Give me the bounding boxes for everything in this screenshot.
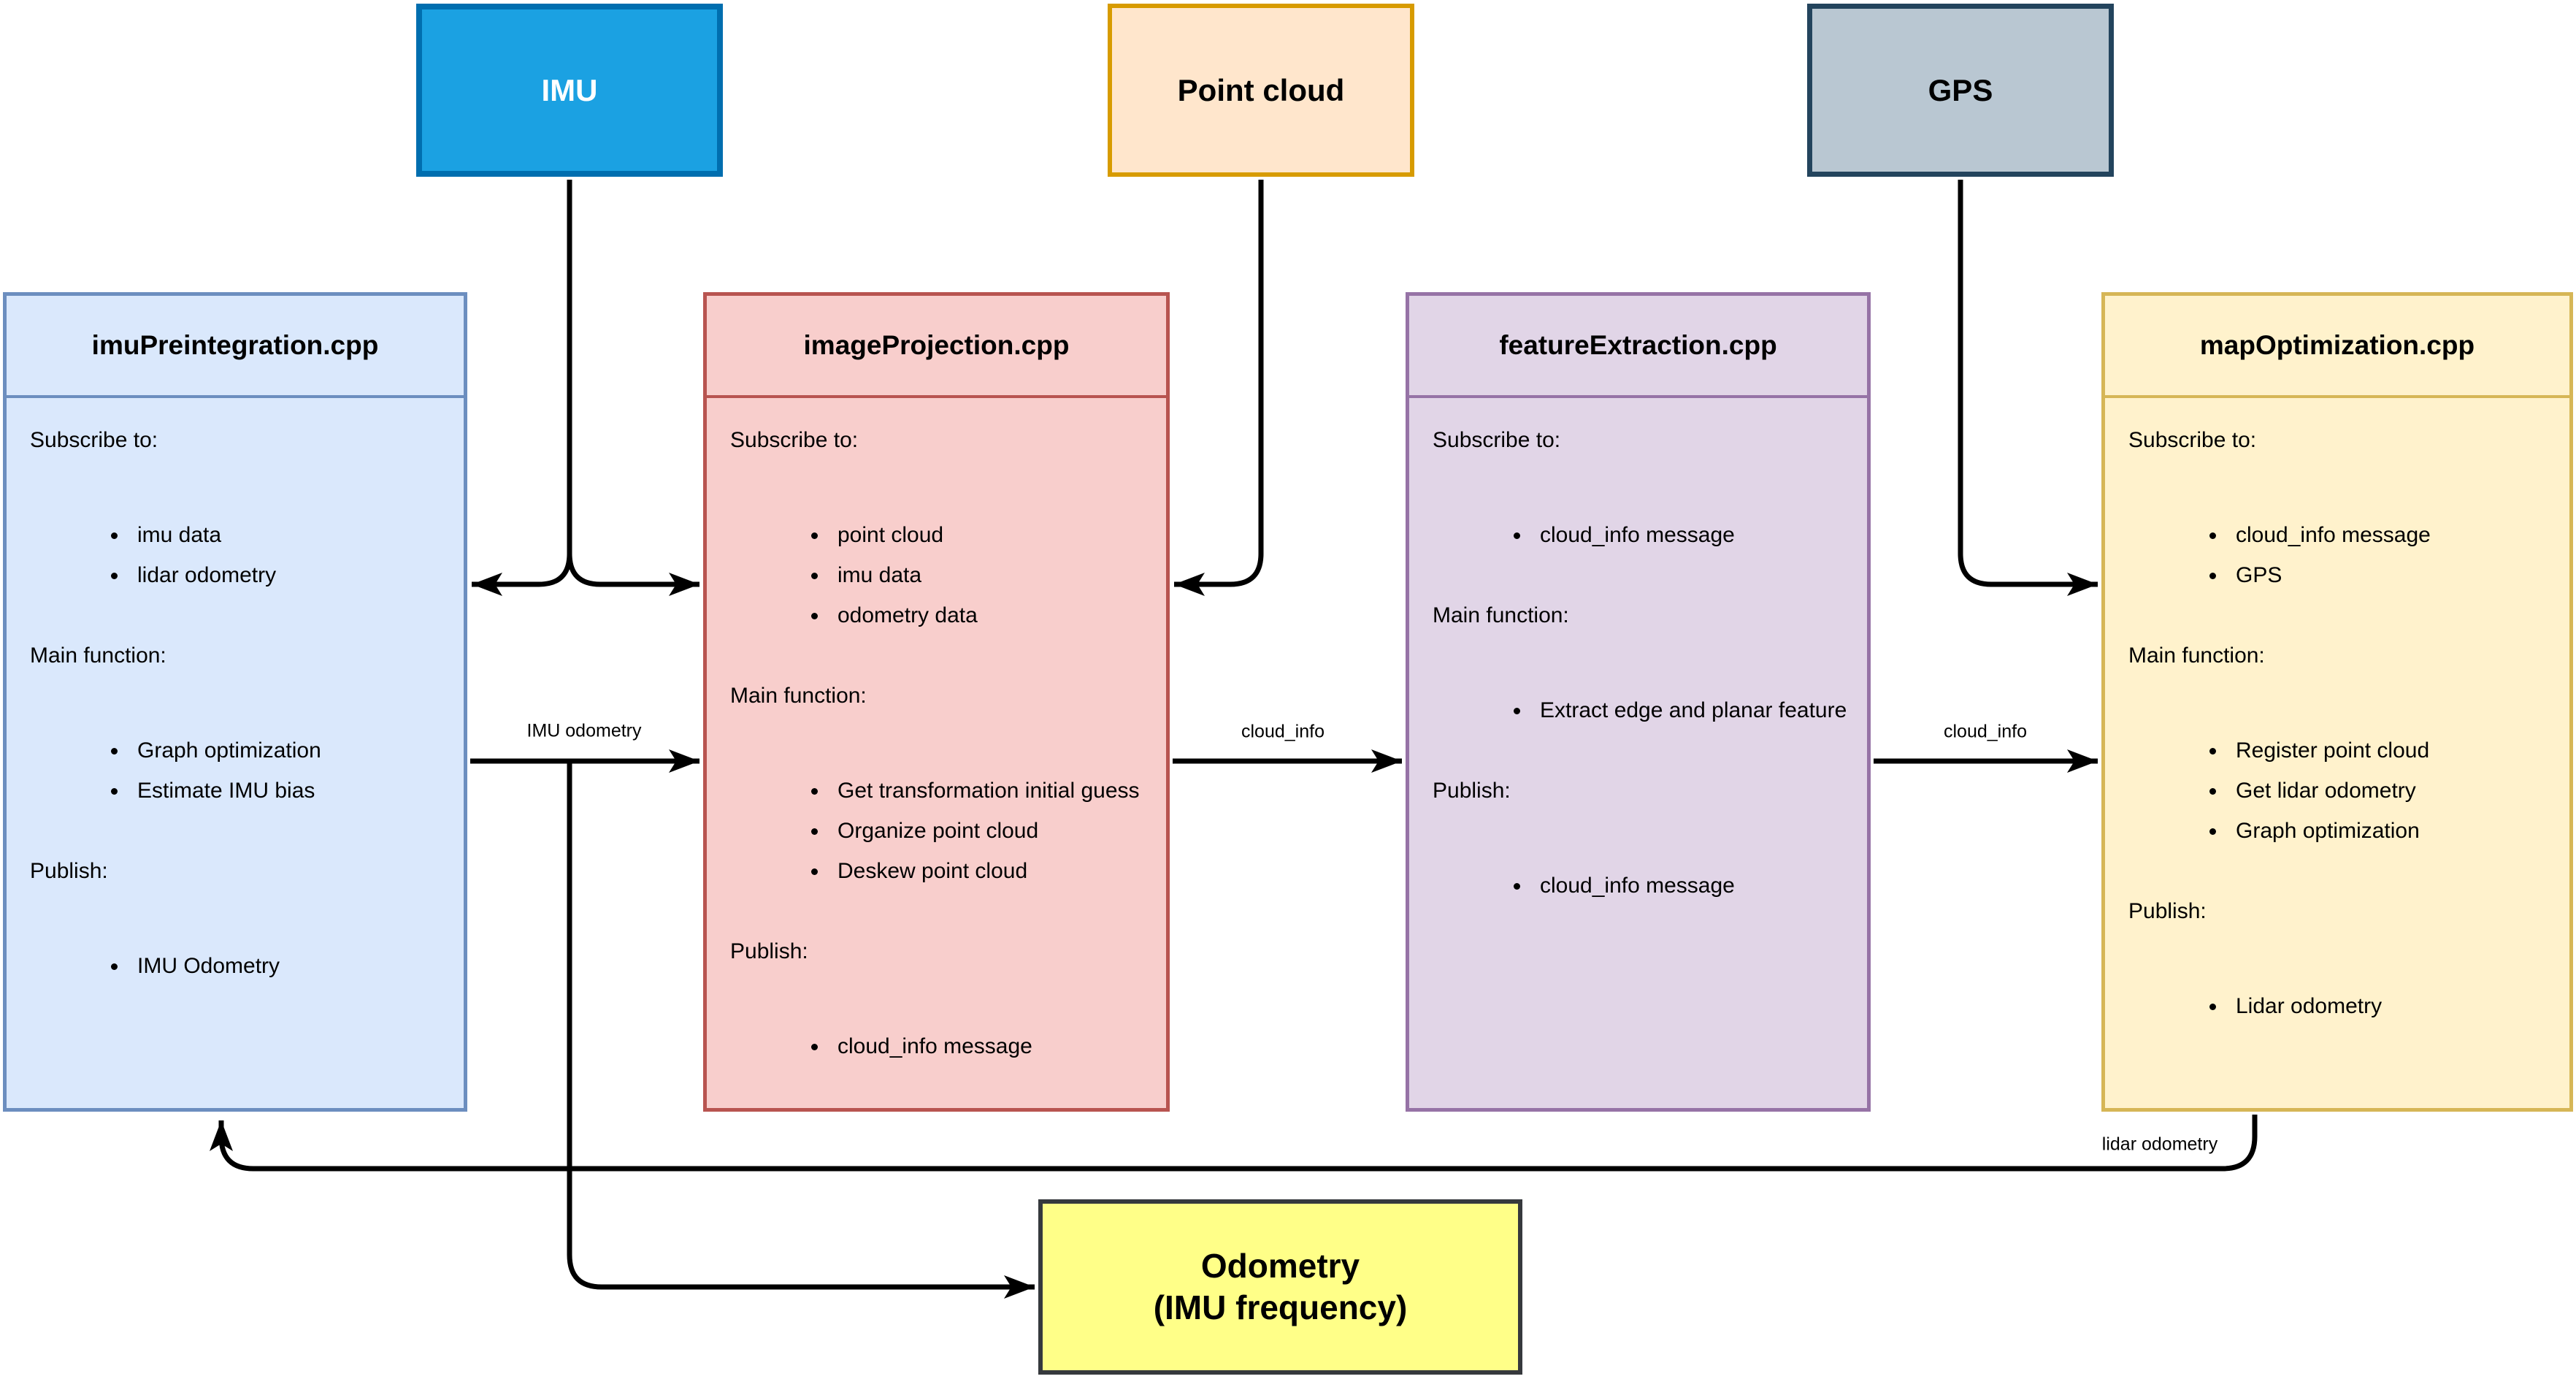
- subscribe-list: cloud_info message GPS: [2128, 515, 2555, 595]
- subscribe-label: Subscribe to:: [730, 428, 859, 452]
- list-item: cloud_info message: [1531, 866, 1852, 906]
- edge-label-cloud-info-left: cloud_info: [1237, 721, 1329, 743]
- list-item: Deskew point cloud: [829, 851, 1151, 891]
- list-item: point cloud: [829, 515, 1151, 555]
- main-function-label: Main function:: [2128, 643, 2265, 668]
- list-item: odometry data: [829, 595, 1151, 635]
- edge-imu-odometry-to-output: [567, 761, 1035, 1299]
- list-item: IMU Odometry: [129, 946, 449, 986]
- module-body: Subscribe to: cloud_info message Main fu…: [1409, 398, 1867, 906]
- node-mapoptimization: mapOptimization.cpp Subscribe to: cloud_…: [2101, 292, 2573, 1112]
- list-item: imu data: [129, 515, 449, 555]
- node-odometry-label-line2: (IMU frequency): [1153, 1288, 1408, 1326]
- list-item: Get transformation initial guess: [829, 771, 1151, 811]
- list-item: cloud_info message: [829, 1026, 1151, 1066]
- node-gps-label: GPS: [1928, 72, 1993, 107]
- list-item: cloud_info message: [1531, 515, 1852, 555]
- main-function-list: Graph optimization Estimate IMU bias: [30, 730, 449, 811]
- list-item: Lidar odometry: [2227, 986, 2555, 1026]
- list-item: lidar odometry: [129, 555, 449, 595]
- main-function-list: Register point cloud Get lidar odometry …: [2128, 730, 2555, 851]
- module-body: Subscribe to: point cloud imu data odome…: [707, 398, 1166, 1066]
- edge-label-imu-odometry: IMU odometry: [522, 720, 646, 742]
- main-function-list: Get transformation initial guess Organiz…: [730, 771, 1151, 891]
- main-function-label: Main function:: [730, 684, 867, 708]
- edge-label-lidar-odometry: lidar odometry: [2097, 1134, 2223, 1155]
- subscribe-list: imu data lidar odometry: [30, 515, 449, 595]
- publish-label: Publish:: [30, 859, 108, 883]
- list-item: Get lidar odometry: [2227, 771, 2555, 811]
- main-function-list: Extract edge and planar feature: [1433, 690, 1852, 730]
- edge-gps-to-mapoptimization: [1958, 180, 2098, 596]
- edge-pointcloud-to-imageprojection: [1174, 180, 1264, 596]
- node-imageprojection: imageProjection.cpp Subscribe to: point …: [703, 292, 1170, 1112]
- module-title: imageProjection.cpp: [707, 296, 1166, 398]
- module-title: imuPreintegration.cpp: [7, 296, 464, 398]
- main-function-label: Main function:: [30, 643, 166, 668]
- publish-label: Publish:: [2128, 899, 2207, 923]
- publish-list: cloud_info message: [730, 1026, 1151, 1066]
- publish-list: Lidar odometry: [2128, 986, 2555, 1026]
- module-body: Subscribe to: imu data lidar odometry Ma…: [7, 398, 464, 986]
- list-item: Estimate IMU bias: [129, 771, 449, 811]
- node-odometry-output: Odometry (IMU frequency): [1038, 1199, 1522, 1375]
- module-title: mapOptimization.cpp: [2105, 296, 2569, 398]
- main-function-label: Main function:: [1433, 603, 1569, 627]
- edge-imu-to-imageprojection: [567, 553, 699, 596]
- list-item: Graph optimization: [129, 730, 449, 771]
- list-item: GPS: [2227, 555, 2555, 595]
- list-item: imu data: [829, 555, 1151, 595]
- node-point-cloud: Point cloud: [1108, 4, 1414, 177]
- list-item: Graph optimization: [2227, 811, 2555, 851]
- node-imu: IMU: [416, 4, 723, 177]
- node-odometry-label-line1: Odometry: [1200, 1246, 1360, 1285]
- list-item: cloud_info message: [2227, 515, 2555, 555]
- publish-label: Publish:: [1433, 779, 1511, 803]
- subscribe-list: cloud_info message: [1433, 515, 1852, 555]
- publish-list: cloud_info message: [1433, 866, 1852, 906]
- subscribe-label: Subscribe to:: [1433, 428, 1561, 452]
- list-item: Organize point cloud: [829, 811, 1151, 851]
- node-featureextraction: featureExtraction.cpp Subscribe to: clou…: [1406, 292, 1871, 1112]
- node-imu-label: IMU: [541, 72, 598, 107]
- list-item: Register point cloud: [2227, 730, 2555, 771]
- module-title: featureExtraction.cpp: [1409, 296, 1867, 398]
- subscribe-list: point cloud imu data odometry data: [730, 515, 1151, 635]
- subscribe-label: Subscribe to:: [30, 428, 158, 452]
- publish-label: Publish:: [730, 939, 808, 963]
- module-body: Subscribe to: cloud_info message GPS Mai…: [2105, 398, 2569, 1026]
- edge-imu-to-imupreintegration: [472, 180, 572, 596]
- node-point-cloud-label: Point cloud: [1177, 72, 1345, 107]
- subscribe-label: Subscribe to:: [2128, 428, 2257, 452]
- edge-lidar-odometry-feedback: [210, 1115, 2258, 1172]
- list-item: Extract edge and planar feature: [1531, 690, 1852, 730]
- publish-list: IMU Odometry: [30, 946, 449, 986]
- node-gps: GPS: [1807, 4, 2114, 177]
- edge-label-cloud-info-right: cloud_info: [1939, 721, 2031, 743]
- node-imupreintegration: imuPreintegration.cpp Subscribe to: imu …: [3, 292, 467, 1112]
